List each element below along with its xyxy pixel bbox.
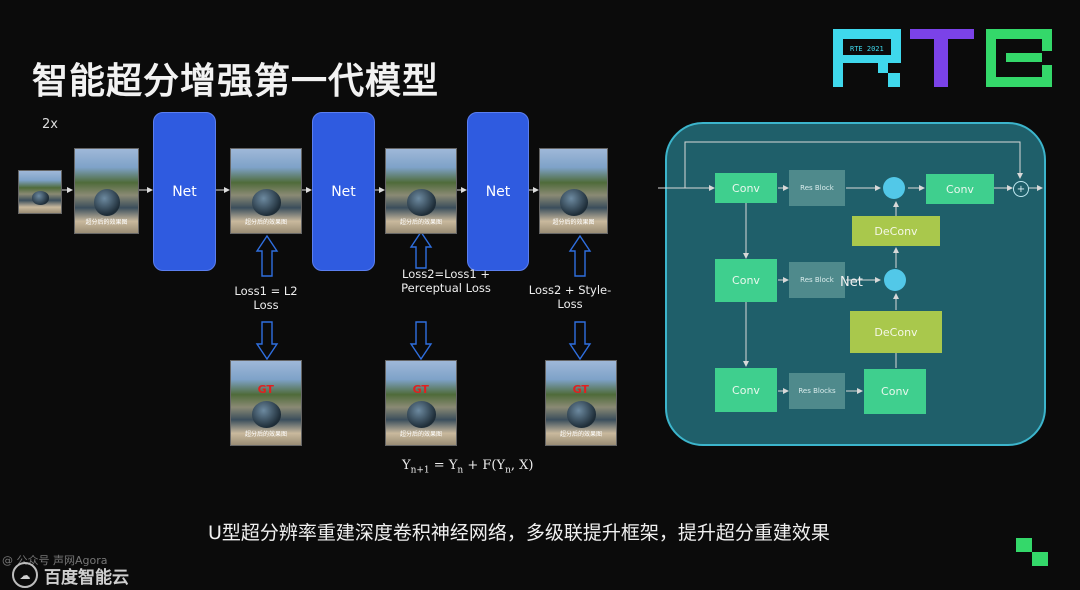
up-arrow-1 (257, 236, 277, 276)
unet-res-block-top: Res Block (789, 170, 845, 206)
down-arrow-2 (411, 322, 431, 359)
unet-net-label: Net (840, 275, 863, 290)
low-res-input-image (18, 170, 62, 214)
unet-residual-add: + (1013, 181, 1029, 197)
unet-res-blocks-bottom: Res Blocks (789, 373, 845, 409)
loss-label-2: Loss2=Loss1 +Perceptual Loss (396, 267, 496, 295)
unet-merge-node-mid (884, 269, 906, 291)
stage2-output-image: 超分后的效果图 (385, 148, 457, 234)
up-arrow-2 (411, 232, 431, 268)
unet-deconv-bottom: DeConv (850, 311, 942, 353)
brand-logo: ☁ 百度智能云 (12, 562, 129, 588)
net-block-3: Net (467, 112, 529, 271)
cloud-logo-icon: ☁ (12, 562, 38, 588)
stage1-output-image: 超分后的效果图 (230, 148, 302, 234)
brand-text: 百度智能云 (44, 563, 129, 588)
down-arrow-1 (257, 322, 277, 359)
slide-caption: U型超分辨率重建深度卷积神经网络，多级联提升框架，提升超分重建效果 (208, 518, 830, 545)
down-arrow-3 (570, 322, 590, 359)
loss-label-3: Loss2 + Style-Loss (518, 283, 622, 311)
unet-conv-top: Conv (715, 173, 777, 203)
net-block-1: Net (153, 112, 216, 271)
unet-conv-bottom-right: Conv (864, 369, 926, 414)
unet-merge-node-top (883, 177, 905, 199)
pixel-decoration (1016, 538, 1054, 574)
recurrence-equation: Yn+1 = Yn + F(Yn, X) (402, 458, 533, 476)
logo-sub-text: 实时互联网大会 (848, 54, 887, 62)
unet-conv-mid: Conv (715, 259, 777, 302)
unet-deconv-top: DeConv (852, 216, 940, 246)
unet-res-block-mid: Res Block (789, 262, 845, 298)
logo-year-text: RTE 2021 (850, 45, 884, 53)
logo-letter-e (986, 29, 1052, 87)
unet-conv-bottom: Conv (715, 368, 777, 412)
loss-label-1: Loss1 = L2 Loss (220, 284, 312, 312)
logo-letter-t (910, 29, 974, 87)
up-arrow-3 (570, 236, 590, 276)
net-block-2: Net (312, 112, 375, 271)
rte-logo: RTE 2021 实时互联网大会 (830, 27, 1056, 91)
upscaled-input-image: 超分后的效果图 (74, 148, 139, 234)
stage3-output-image: 超分后的效果图 (539, 148, 608, 234)
unet-conv-out: Conv (926, 174, 994, 204)
